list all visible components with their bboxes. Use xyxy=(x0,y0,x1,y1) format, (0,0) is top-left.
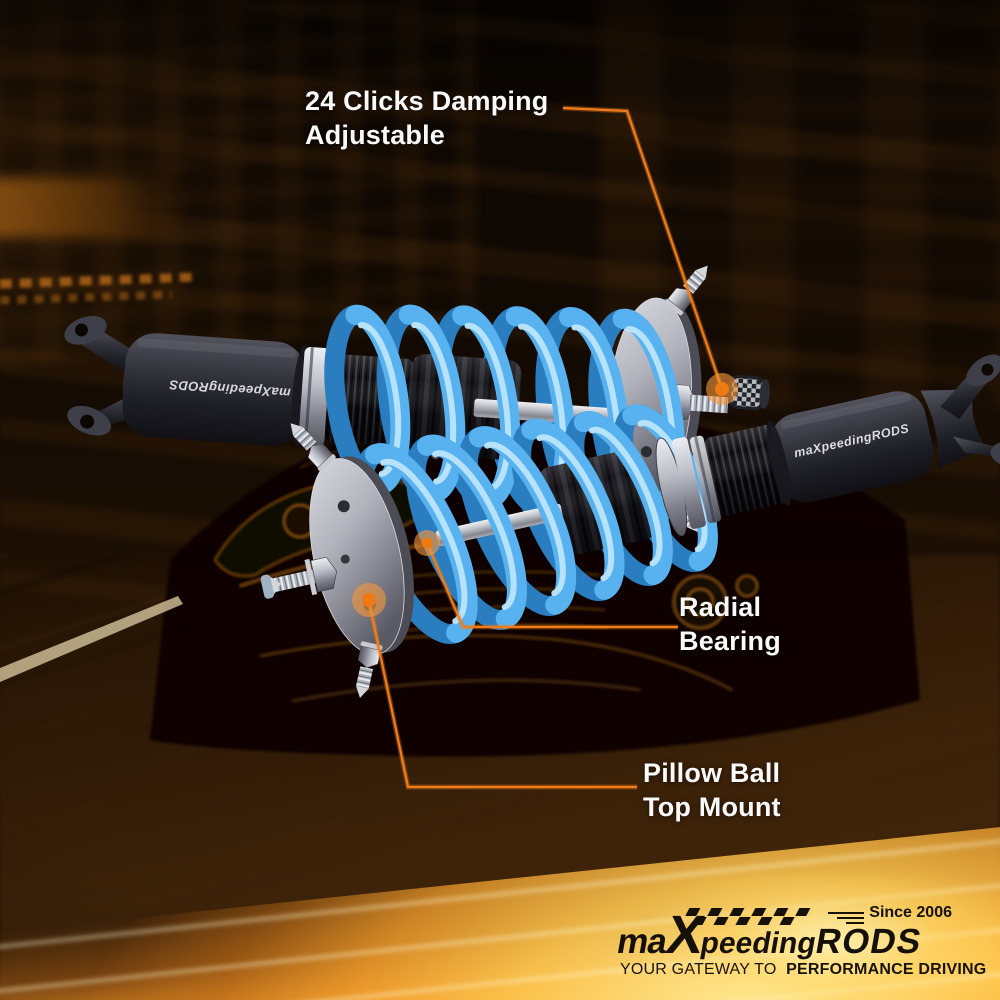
tagline-bold: PERFORMANCE DRIVING xyxy=(786,961,987,978)
since-year: Since 2006 xyxy=(869,904,952,921)
label-line: Top Mount xyxy=(643,792,781,822)
brand-peeding: peeding xyxy=(697,927,819,960)
road-lane-line xyxy=(0,596,183,682)
pillow-ball-stud xyxy=(260,556,337,599)
label-damping-adjustable: 24 Clicks Damping Adjustable xyxy=(305,84,549,152)
callout-line-damping xyxy=(562,106,724,390)
callout-lines xyxy=(366,105,725,790)
logo-glow-hotspot xyxy=(630,878,1000,1000)
damping-adjuster-knob xyxy=(728,374,770,411)
label-radial-bearing: Radial Bearing xyxy=(679,590,781,658)
brand-rods: RODS xyxy=(812,922,925,961)
speed-lines-icon xyxy=(828,912,864,924)
coilover-rear: maXpeedingRODS xyxy=(260,354,1000,701)
label-line: Bearing xyxy=(679,626,781,656)
callout-markers xyxy=(352,373,738,617)
callout-line-radial xyxy=(425,542,678,629)
brand-wordmark: ma X peeding RODS xyxy=(614,905,926,965)
label-line: Adjustable xyxy=(305,120,446,150)
tagline-regular: YOUR GATEWAY TO xyxy=(620,961,777,978)
brand-ma: ma xyxy=(614,922,670,961)
label-line: Pillow Ball xyxy=(643,758,781,788)
brand-tagline: YOUR GATEWAY TO PERFORMANCE DRIVING xyxy=(620,961,986,979)
checkered-flag-icon xyxy=(685,908,811,925)
label-pillow-ball-top-mount: Pillow Ball Top Mount xyxy=(643,756,781,824)
callout-line-pillow xyxy=(367,600,637,789)
maxpeedingrods-logo: Since 2006 ma X peeding RODS YOUR GATEWA… xyxy=(614,901,986,987)
label-line: 24 Clicks Damping xyxy=(305,86,549,116)
label-line: Radial xyxy=(679,592,762,622)
spring-front-coils xyxy=(364,404,718,643)
